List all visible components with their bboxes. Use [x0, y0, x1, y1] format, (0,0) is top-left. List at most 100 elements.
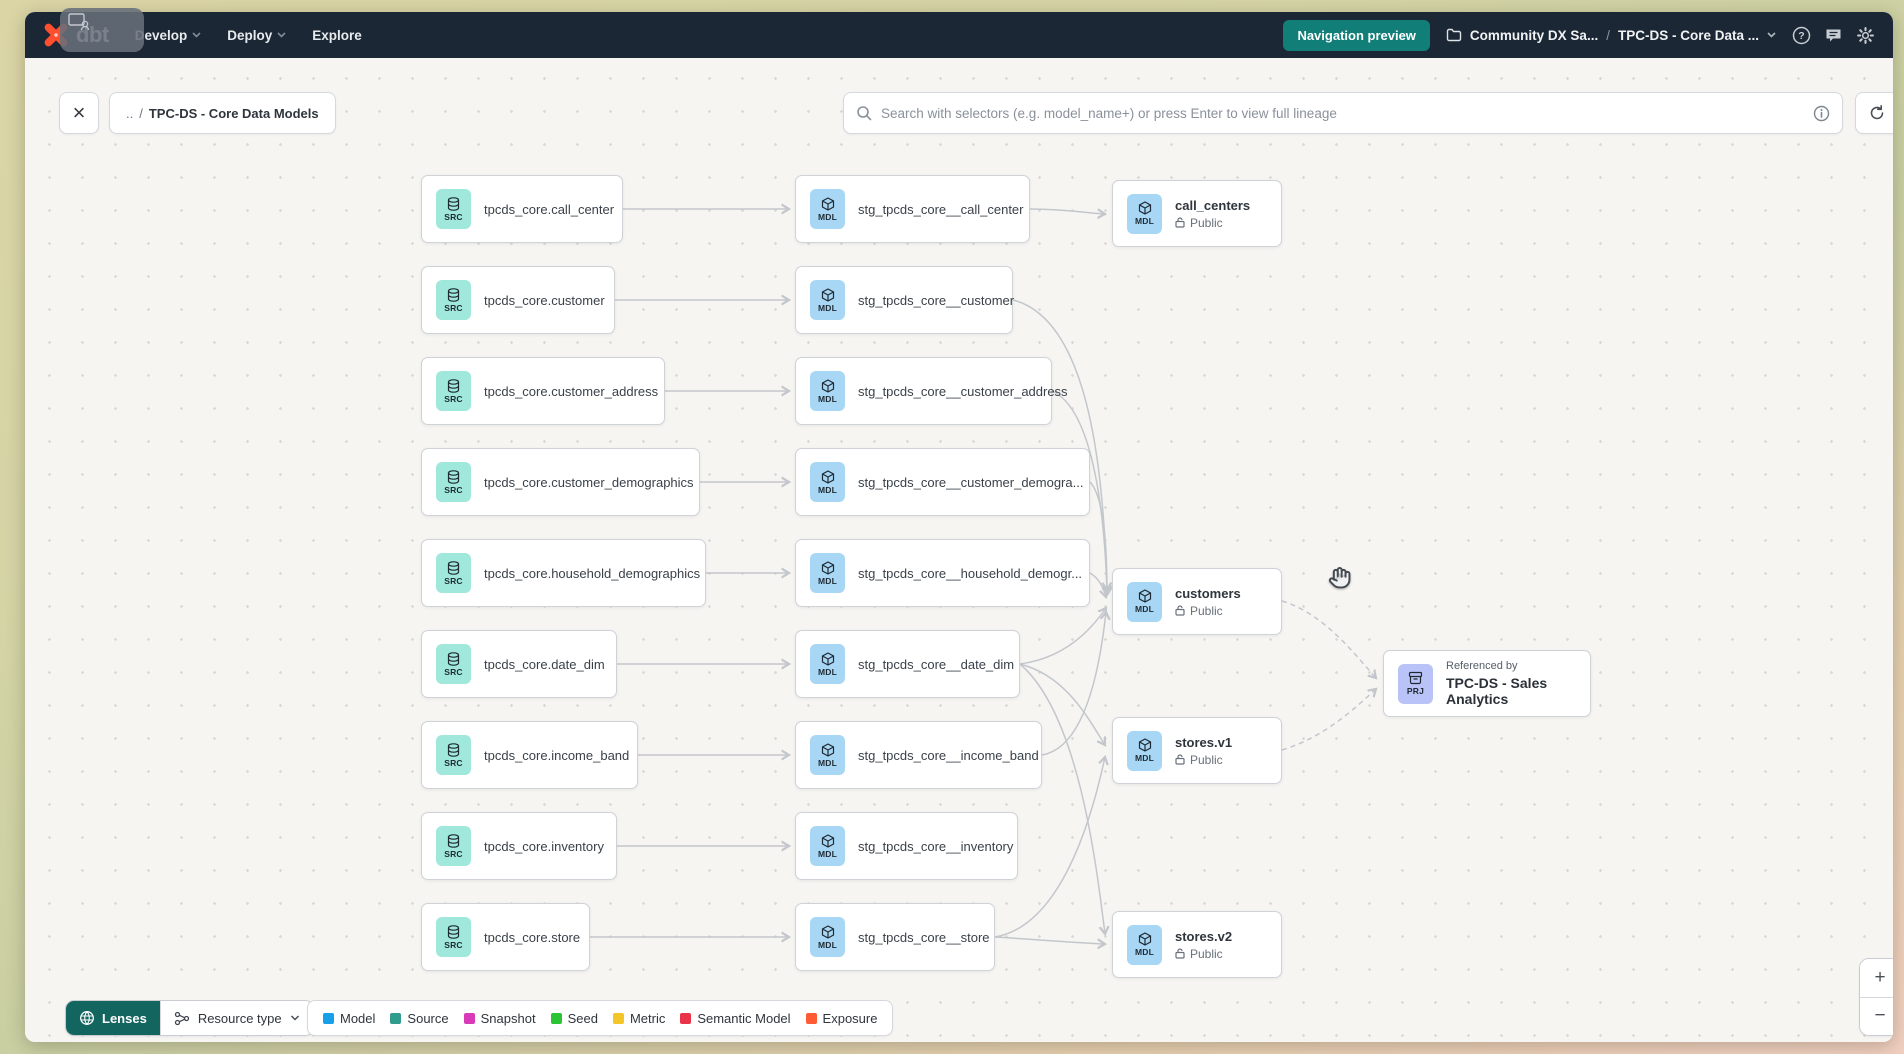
- node-label: tpcds_core.store: [484, 929, 581, 945]
- node-title: call_centers: [1175, 197, 1251, 213]
- public-node-stores-v1[interactable]: MDL stores.v1 Public: [1112, 717, 1282, 784]
- project-node-sales-analytics[interactable]: PRJ Referenced by TPC-DS - Sales Analyti…: [1383, 650, 1591, 717]
- staging-node-call-center[interactable]: MDL stg_tpcds_core__call_center: [795, 175, 1030, 243]
- model-icon: MDL: [810, 917, 845, 957]
- navbar-right: Navigation preview Community DX Sa... / …: [1283, 19, 1875, 51]
- source-icon: SRC: [436, 371, 471, 411]
- public-node-call-centers[interactable]: MDL call_centers Public: [1112, 180, 1282, 247]
- legend-item-model: Model: [323, 1011, 375, 1026]
- source-node-customer-address[interactable]: SRC tpcds_core.customer_address: [421, 357, 665, 425]
- staging-node-customer-address[interactable]: MDL stg_tpcds_core__customer_address: [795, 357, 1068, 425]
- lock-icon: [1175, 948, 1185, 959]
- breadcrumb[interactable]: .. / TPC-DS - Core Data Models: [109, 92, 336, 134]
- node-label: stg_tpcds_core__date_dim: [858, 656, 1015, 672]
- staging-node-inventory[interactable]: MDL stg_tpcds_core__inventory: [795, 812, 1018, 880]
- navbar-icons: ?: [1792, 26, 1875, 45]
- info-icon[interactable]: [1813, 105, 1830, 122]
- refresh-icon: [1870, 105, 1884, 120]
- source-node-customer[interactable]: SRC tpcds_core.customer: [421, 266, 615, 334]
- feedback-icon[interactable]: [1824, 26, 1843, 45]
- account-breadcrumb: Community DX Sa... / TPC-DS - Core Data …: [1446, 28, 1776, 43]
- staging-node-customer[interactable]: MDL stg_tpcds_core__customer: [795, 266, 1014, 334]
- source-icon: SRC: [436, 826, 471, 866]
- staging-node-date-dim[interactable]: MDL stg_tpcds_core__date_dim: [795, 630, 1020, 698]
- screen-capture-artifact: [60, 8, 144, 52]
- source-node-inventory[interactable]: SRC tpcds_core.inventory: [421, 812, 617, 880]
- legend-swatch: [805, 1012, 817, 1024]
- source-node-date-dim[interactable]: SRC tpcds_core.date_dim: [421, 630, 617, 698]
- node-label: stg_tpcds_core__household_demogr...: [858, 565, 1083, 581]
- public-node-stores-v2[interactable]: MDL stores.v2 Public: [1112, 911, 1282, 978]
- resource-type-dropdown[interactable]: Resource type: [159, 1001, 313, 1035]
- lenses-icon: [80, 1011, 94, 1025]
- node-label: tpcds_core.inventory: [484, 838, 604, 854]
- node-label: stg_tpcds_core__store: [858, 929, 990, 945]
- node-visibility: Public: [1175, 753, 1232, 767]
- breadcrumb-separator: /: [1606, 27, 1610, 43]
- model-icon: MDL: [810, 826, 845, 866]
- legend-item-seed: Seed: [550, 1011, 598, 1026]
- model-icon: MDL: [810, 644, 845, 684]
- node-visibility: Public: [1175, 947, 1232, 961]
- settings-gear-icon[interactable]: [1856, 26, 1875, 45]
- node-label: tpcds_core.call_center: [484, 201, 615, 217]
- navigation-preview-button[interactable]: Navigation preview: [1283, 19, 1430, 51]
- model-icon: MDL: [1127, 924, 1162, 965]
- node-label: tpcds_core.date_dim: [484, 656, 605, 672]
- node-visibility: Public: [1175, 216, 1250, 230]
- nav-item-explore[interactable]: Explore: [312, 27, 362, 43]
- lock-icon: [1175, 754, 1185, 765]
- project-name[interactable]: TPC-DS - Core Data ...: [1617, 27, 1759, 43]
- zoom-in-button[interactable]: +: [1860, 959, 1893, 998]
- source-node-call-center[interactable]: SRC tpcds_core.call_center: [421, 175, 623, 243]
- nav-item-deploy[interactable]: Deploy: [227, 28, 286, 43]
- lenses-button[interactable]: Lenses: [66, 1001, 160, 1035]
- breadcrumb-up[interactable]: ..: [126, 105, 134, 121]
- staging-node-store[interactable]: MDL stg_tpcds_core__store: [795, 903, 995, 971]
- source-node-income-band[interactable]: SRC tpcds_core.income_band: [421, 721, 638, 789]
- close-lineage-button[interactable]: ×: [59, 92, 99, 134]
- model-icon: MDL: [1127, 730, 1162, 771]
- account-name[interactable]: Community DX Sa...: [1469, 27, 1599, 43]
- svg-text:?: ?: [1798, 30, 1804, 42]
- lineage-search[interactable]: [843, 92, 1843, 134]
- help-icon[interactable]: ?: [1792, 26, 1811, 45]
- node-label: tpcds_core.customer_demographics: [484, 474, 694, 490]
- source-icon: SRC: [436, 280, 471, 320]
- refresh-lineage-button[interactable]: [1855, 92, 1893, 134]
- nav-item-develop[interactable]: Develop: [135, 28, 202, 43]
- lineage-canvas[interactable]: SRC tpcds_core.call_center SRC tpcds_cor…: [25, 58, 1893, 1042]
- source-node-household-demographics[interactable]: SRC tpcds_core.household_demographics: [421, 539, 706, 607]
- node-visibility: Public: [1175, 604, 1241, 618]
- model-icon: MDL: [810, 462, 845, 502]
- model-icon: MDL: [810, 553, 845, 593]
- model-icon: MDL: [1127, 193, 1162, 234]
- node-title: stores.v1: [1175, 734, 1233, 750]
- staging-node-customer-demographics[interactable]: MDL stg_tpcds_core__customer_demogra...: [795, 448, 1090, 516]
- chevron-down-icon: [277, 32, 286, 38]
- chevron-down-icon[interactable]: [1767, 32, 1776, 38]
- project-node-caption: Referenced by: [1446, 660, 1518, 672]
- node-label: tpcds_core.customer: [484, 292, 605, 308]
- lineage-edges: [590, 58, 1893, 1042]
- legend-swatch: [323, 1012, 334, 1024]
- lens-controls: Lenses Resource type: [65, 1000, 314, 1036]
- zoom-out-button[interactable]: −: [1860, 997, 1893, 1035]
- model-icon: MDL: [1127, 581, 1162, 622]
- legend-swatch: [390, 1012, 402, 1024]
- public-node-customers[interactable]: MDL customers Public: [1112, 568, 1282, 635]
- staging-node-income-band[interactable]: MDL stg_tpcds_core__income_band: [795, 721, 1042, 789]
- source-icon: SRC: [436, 553, 471, 593]
- node-title: customers: [1175, 585, 1241, 601]
- source-node-customer-demographics[interactable]: SRC tpcds_core.customer_demographics: [421, 448, 700, 516]
- source-icon: SRC: [436, 644, 471, 684]
- search-input[interactable]: [881, 105, 1804, 121]
- source-node-store[interactable]: SRC tpcds_core.store: [421, 903, 590, 971]
- node-label: stg_tpcds_core__customer_demogra...: [858, 474, 1084, 490]
- lock-icon: [1175, 217, 1185, 228]
- app-window: dbt Develop Deploy Explore Navigation pr…: [25, 12, 1893, 1042]
- lock-icon: [1175, 605, 1185, 616]
- staging-node-household-demographics[interactable]: MDL stg_tpcds_core__household_demogr...: [795, 539, 1090, 607]
- zoom-controls: + −: [1859, 958, 1893, 1036]
- legend-item-source: Source: [390, 1011, 449, 1026]
